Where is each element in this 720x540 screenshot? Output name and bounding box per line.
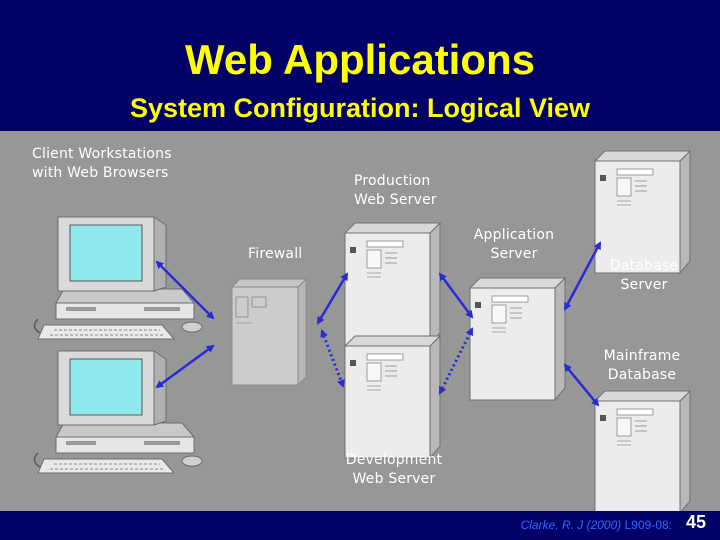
- client-workstation-2-icon: [33, 350, 203, 474]
- arrow-client2-firewall: [155, 344, 215, 389]
- diagram-panel: Client Workstations with Web Browsers Pr…: [0, 131, 720, 511]
- arrow-production-appserver: [438, 272, 474, 319]
- development-web-server-label: Development Web Server: [345, 452, 443, 487]
- arrow-client1-firewall: [155, 260, 215, 320]
- database-server-label: Database Server: [609, 258, 679, 293]
- client-workstations-label: Client Workstations with Web Browsers: [32, 146, 172, 181]
- citation: Clarke, R. J (2000) L909-08:: [520, 518, 672, 532]
- arrow-firewall-development: [320, 329, 345, 388]
- firewall-server-icon: [231, 278, 307, 386]
- production-web-server-icon: [344, 222, 441, 346]
- application-server-icon: [469, 277, 566, 401]
- header: Web Applications System Configuration: L…: [0, 0, 720, 130]
- slide-subtitle: System Configuration: Logical View: [129, 93, 591, 123]
- arrow-appserver-mainframe: [563, 363, 600, 407]
- client-workstation-1-icon: [33, 216, 203, 340]
- arrow-development-appserver: [438, 327, 474, 395]
- mainframe-database-label: Mainframe Database: [603, 348, 681, 383]
- course-code: L909-08:: [624, 518, 672, 532]
- slide-title: Web Applications: [184, 36, 536, 83]
- arrow-appserver-database: [563, 241, 602, 311]
- development-web-server-icon: [344, 335, 441, 459]
- network-diagram: [33, 150, 691, 511]
- mainframe-database-icon: [594, 390, 691, 511]
- page-number: 45: [685, 512, 706, 532]
- database-server-icon: [594, 150, 691, 274]
- application-server-label: Application Server: [473, 227, 555, 262]
- arrow-firewall-production: [316, 272, 349, 325]
- production-web-server-label: Production Web Server: [354, 173, 437, 208]
- firewall-label: Firewall: [248, 246, 303, 262]
